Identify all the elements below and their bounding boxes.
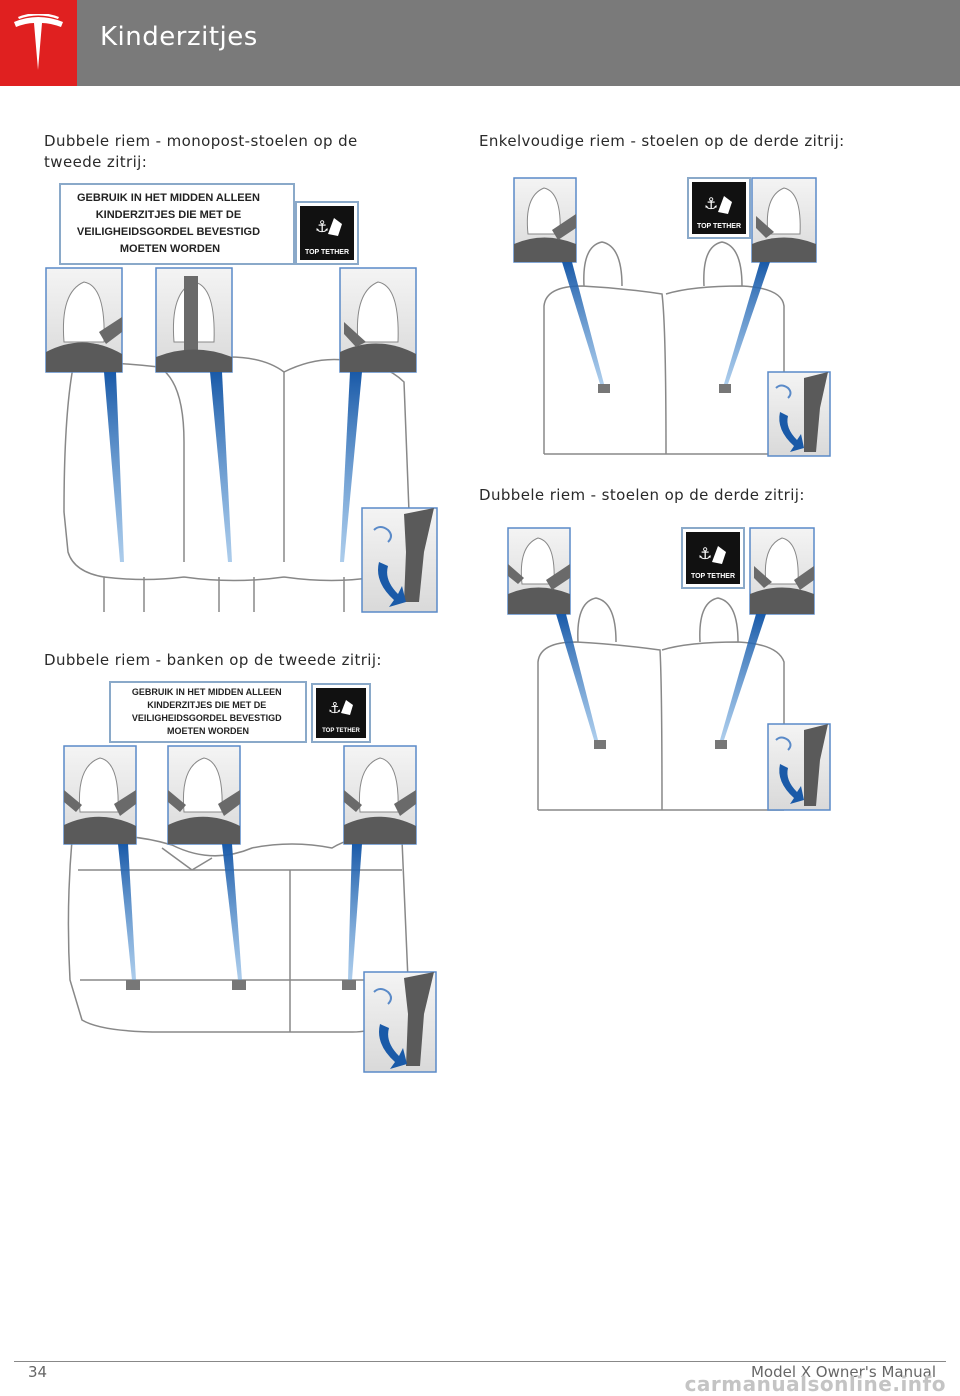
warning-line-2: KINDERZITJES DIE MET DE bbox=[147, 700, 266, 710]
tether-beam-right bbox=[348, 844, 362, 980]
anchor-inset bbox=[361, 507, 438, 613]
anchor-point bbox=[126, 980, 140, 990]
warning-line-4: MOETEN WORDEN bbox=[120, 243, 220, 255]
warning-label: GEBRUIK IN HET MIDDEN ALLEEN KINDERZITJE… bbox=[59, 183, 295, 265]
headrest-inset-left bbox=[45, 267, 123, 373]
tether-beam-left bbox=[562, 262, 604, 384]
headrest-inset-right bbox=[343, 745, 417, 845]
warning-line-1: GEBRUIK IN HET MIDDEN ALLEEN bbox=[77, 192, 260, 204]
top-tether-icon: ⚓ TOP TETHER bbox=[311, 683, 371, 743]
tesla-logo-icon bbox=[14, 14, 63, 70]
headrest-inset-left bbox=[63, 745, 137, 845]
caption-fig4: Dubbele riem - stoelen op de derde zitri… bbox=[479, 486, 805, 504]
svg-text:⚓: ⚓ bbox=[698, 544, 712, 563]
watermark: carmanualsonline.info bbox=[684, 1372, 946, 1396]
warning-line-4: MOETEN WORDEN bbox=[167, 726, 249, 736]
tether-beam-left bbox=[118, 844, 136, 980]
headrest-inset-left bbox=[513, 177, 577, 263]
manual-name: Model X Owner's Manual bbox=[750, 1363, 936, 1381]
headrest-inset-middle bbox=[155, 267, 233, 373]
top-tether-icon: ⚓ TOP TETHER bbox=[295, 201, 359, 265]
top-tether-icon: ⚓ TOP TETHER bbox=[681, 527, 745, 589]
headrest-inset-right bbox=[751, 177, 817, 263]
headrest-inset-left bbox=[507, 527, 571, 615]
tether-beam-middle bbox=[210, 372, 232, 562]
top-tether-icon: ⚓ TOP TETHER bbox=[687, 177, 751, 239]
tesla-logo bbox=[0, 0, 77, 86]
tether-label: TOP TETHER bbox=[305, 249, 349, 256]
page-number: 34 bbox=[28, 1363, 48, 1381]
figure-monopost-second-row: GEBRUIK IN HET MIDDEN ALLEEN KINDERZITJE… bbox=[45, 183, 438, 613]
headrest-inset-right bbox=[339, 267, 417, 373]
warning-line-2: KINDERZITJES DIE MET DE bbox=[96, 209, 241, 221]
svg-text:GEBRUIK IN HET MIDDEN ALLEEN: GEBRUIK IN HET MIDDEN ALLEEN KINDERZITJE… bbox=[77, 192, 263, 255]
tether-beam-right bbox=[720, 614, 766, 740]
warning-line-1: GEBRUIK IN HET MIDDEN ALLEEN bbox=[132, 687, 282, 697]
tether-beam-right bbox=[340, 372, 362, 562]
tether-beam-middle bbox=[222, 844, 242, 980]
anchor-point bbox=[594, 740, 606, 749]
page-title: Kinderzitjes bbox=[100, 22, 258, 52]
svg-text:⚓: ⚓ bbox=[704, 194, 718, 213]
tether-beam-left bbox=[104, 372, 124, 562]
headrest-inset-right bbox=[749, 527, 815, 615]
svg-text:⚓: ⚓ bbox=[315, 217, 329, 236]
caption-fig2: Dubbele riem - banken op de tweede zitri… bbox=[44, 651, 382, 669]
warning-label: GEBRUIK IN HET MIDDEN ALLEEN KINDERZITJE… bbox=[109, 681, 307, 743]
anchor-point bbox=[719, 384, 731, 393]
footer-divider bbox=[14, 1361, 946, 1362]
figure-single-strap-third-row: ⚓ TOP TETHER bbox=[513, 177, 831, 457]
warning-line-3: VEILIGHEIDSGORDEL BEVESTIGD bbox=[77, 226, 260, 238]
anchor-point bbox=[232, 980, 246, 990]
anchor-point bbox=[598, 384, 610, 393]
tether-label: TOP TETHER bbox=[691, 573, 735, 580]
anchor-point bbox=[715, 740, 727, 749]
tether-label: TOP TETHER bbox=[697, 223, 741, 230]
figure-double-strap-third-row: ⚓ TOP TETHER bbox=[507, 527, 831, 811]
anchor-inset bbox=[767, 723, 831, 811]
page-header: Kinderzitjes bbox=[0, 0, 960, 86]
caption-fig1: Dubbele riem - monopost-stoelen op de tw… bbox=[44, 132, 358, 171]
svg-text:⚓: ⚓ bbox=[328, 699, 341, 717]
anchor-inset bbox=[363, 971, 437, 1073]
tether-label: TOP TETHER bbox=[322, 728, 360, 734]
figure-bench-second-row: GEBRUIK IN HET MIDDEN ALLEEN KINDERZITJE… bbox=[63, 681, 437, 1073]
warning-line-3: VEILIGHEIDSGORDEL BEVESTIGD bbox=[132, 713, 282, 723]
tether-beam-left bbox=[556, 614, 598, 740]
tether-beam-right bbox=[724, 262, 770, 384]
headrest-inset-middle bbox=[167, 745, 241, 845]
anchor-inset bbox=[767, 371, 831, 457]
caption-fig3: Enkelvoudige riem - stoelen op de derde … bbox=[479, 132, 845, 150]
anchor-point bbox=[342, 980, 356, 990]
svg-text:GEBRUIK IN HET MIDDEN ALLEEN: GEBRUIK IN HET MIDDEN ALLEEN KINDERZITJE… bbox=[132, 687, 284, 736]
